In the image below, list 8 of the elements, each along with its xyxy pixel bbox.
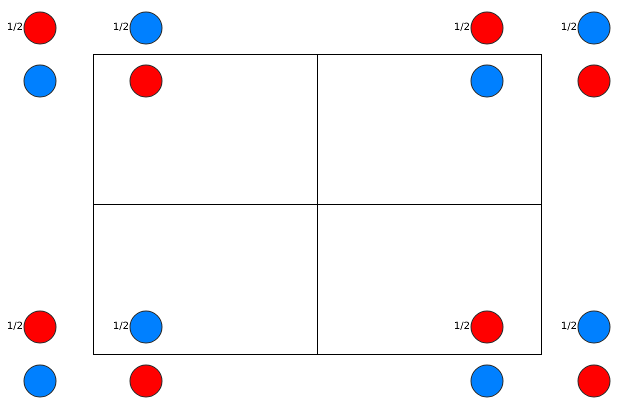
- fraction-label: 1/2: [6, 22, 23, 34]
- fraction-label: 1/2: [112, 22, 129, 34]
- fraction-label: 1/2: [560, 321, 577, 333]
- fraction-label: 1/2: [560, 22, 577, 34]
- fraction-label: 1/2: [112, 321, 129, 333]
- fraction-label: 1/2: [454, 22, 470, 34]
- fraction-label: 1/2: [454, 321, 470, 333]
- fraction-label: 1/2: [6, 321, 23, 333]
